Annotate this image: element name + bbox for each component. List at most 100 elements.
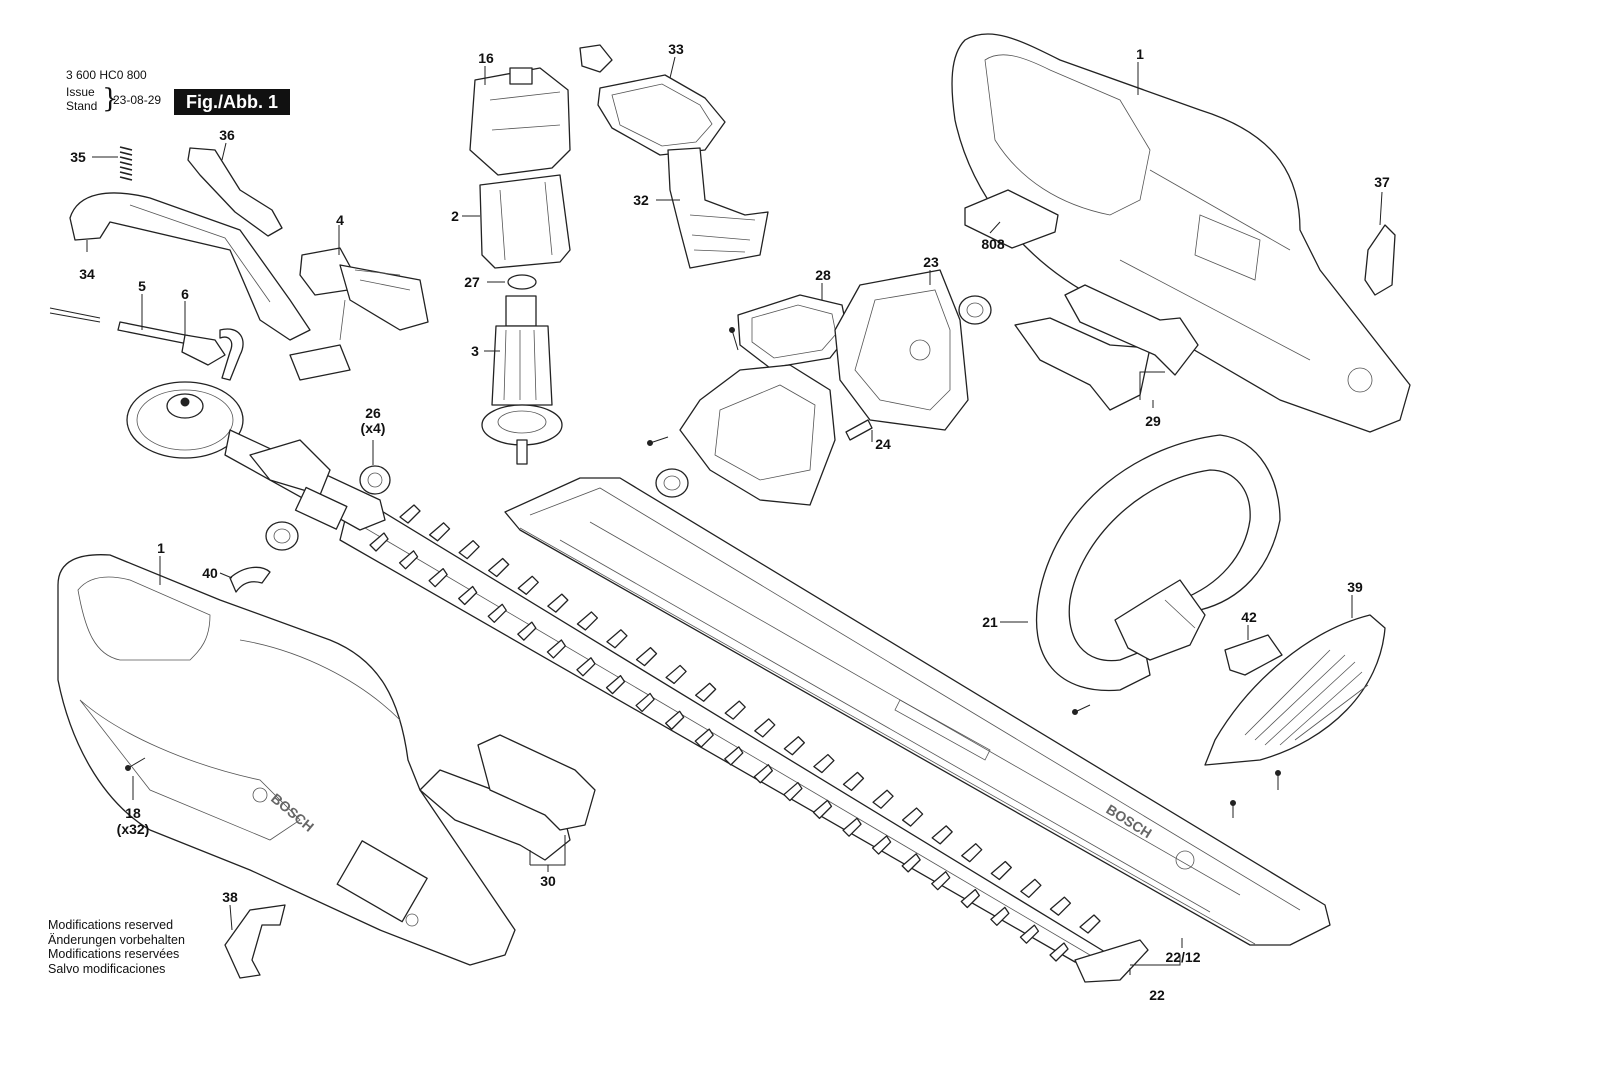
- callout-23: 23: [923, 254, 939, 270]
- clip-37-part: [1364, 224, 1396, 296]
- blade-tooth: [813, 753, 835, 774]
- callout-3: 3: [471, 343, 479, 359]
- issue-date: 23-08-29: [113, 93, 162, 107]
- callout-39: 39: [1347, 579, 1363, 595]
- seal-ring-gearbox-part: [655, 468, 689, 498]
- blade-tooth: [931, 825, 953, 845]
- handle-part: [69, 192, 311, 341]
- blade-cover-part: BOSCH: [504, 477, 1331, 946]
- blade-tooth: [606, 629, 628, 649]
- blade-tooth: [812, 799, 833, 820]
- callout-27: 27: [464, 274, 480, 290]
- blade-tooth: [605, 674, 626, 695]
- blade-tooth: [961, 843, 983, 863]
- housing-left-half-part: BOSCH: [57, 554, 516, 966]
- blade-tooth: [517, 621, 537, 641]
- callout-40: 40: [202, 565, 218, 581]
- callout-28: 28: [815, 267, 831, 283]
- callout-1-right: 1: [1136, 46, 1144, 62]
- blade-tooth: [1079, 914, 1101, 934]
- callout-35: 35: [70, 149, 86, 165]
- cable-part: [49, 307, 191, 345]
- blade-tooth: [754, 718, 776, 738]
- callout-16: 16: [478, 50, 494, 66]
- callout-36: 36: [219, 127, 235, 143]
- screws: [125, 327, 1281, 818]
- blade-tooth: [576, 611, 599, 631]
- blade-teeth-upper: [399, 504, 1101, 934]
- blade-tooth: [753, 764, 773, 784]
- blade-tooth: [487, 603, 507, 623]
- clip-38-part: [224, 904, 286, 979]
- blade-tooth: [665, 710, 685, 730]
- clip-30-part: [419, 734, 596, 861]
- callout-30: 30: [540, 873, 556, 889]
- callout-22: 22: [1149, 987, 1165, 1003]
- gearbox-cover-part: [834, 269, 969, 431]
- blade-tooth: [398, 550, 419, 570]
- clip-40-part: [229, 566, 271, 593]
- blade-tooth: [458, 540, 480, 560]
- blade-tooth: [399, 504, 421, 524]
- callout-34: 34: [79, 266, 95, 282]
- note-line: Änderungen vorbehalten: [48, 932, 185, 947]
- callout-1-left: 1: [157, 540, 165, 556]
- cutting-blade-part: [339, 504, 1149, 983]
- callout-38: 38: [222, 889, 238, 905]
- screw-gearbox-part: [649, 329, 739, 444]
- callout-18: 18: [125, 805, 141, 821]
- trigger-part: [187, 147, 283, 237]
- blade-tooth: [783, 781, 803, 802]
- blade-tooth: [635, 692, 655, 713]
- modification-notes: Modifications reserved Änderungen vorbeh…: [48, 918, 185, 976]
- blade-tooth: [458, 585, 478, 606]
- callout-6: 6: [181, 286, 189, 302]
- blade-tooth: [547, 593, 569, 613]
- label-42-part: [1224, 634, 1283, 676]
- blade-tooth: [842, 771, 865, 792]
- callout-labels: 1 1 2 3 4 5 6 16 18 (x32) 21 22 22/12 23…: [70, 41, 1390, 1003]
- front-handle-part: [1035, 434, 1281, 692]
- blade-tooth: [694, 728, 714, 748]
- blade-tooth: [576, 657, 596, 677]
- pin-part: [845, 419, 873, 441]
- note-line: Modifications reservées: [48, 947, 180, 961]
- blade-tooth: [546, 639, 567, 659]
- label-808-part: [964, 189, 1059, 249]
- blade-tooth: [428, 522, 451, 542]
- blade-tooth: [428, 568, 448, 588]
- blade-tooth: [369, 532, 389, 552]
- callout-42: 42: [1241, 609, 1257, 625]
- blade-teeth-lower: [369, 532, 1069, 962]
- seal-gasket-part: [737, 294, 849, 369]
- blade-tooth: [665, 664, 687, 685]
- grommet-part: [181, 328, 244, 381]
- callout-37: 37: [1374, 174, 1390, 190]
- o-ring-part: [507, 274, 537, 290]
- callout-24: 24: [875, 436, 891, 452]
- callout-18-quantity: (x32): [117, 821, 150, 837]
- blade-tooth: [901, 807, 924, 827]
- brace-symbol: }: [102, 84, 119, 114]
- note-line: Salvo modificaciones: [48, 961, 166, 976]
- blade-tooth: [488, 557, 510, 578]
- blade-tooth: [1019, 924, 1040, 944]
- blade-tooth: [724, 746, 744, 766]
- callout-26-quantity: (x4): [361, 420, 386, 436]
- armature-part: [481, 295, 563, 465]
- stand-label: Stand: [66, 99, 98, 113]
- callout-4: 4: [336, 212, 344, 228]
- callout-21: 21: [982, 614, 998, 630]
- blade-tooth: [872, 789, 894, 809]
- switch-part: [289, 247, 429, 381]
- blade-tooth: [990, 860, 1012, 881]
- callout-2: 2: [451, 208, 459, 224]
- cable-guide-part: [667, 147, 769, 269]
- blade-tooth: [635, 646, 658, 667]
- gearbox-housing-part: [679, 364, 836, 506]
- blade-tooth: [990, 906, 1010, 926]
- blade-tooth: [1049, 942, 1069, 962]
- callout-32: 32: [633, 192, 649, 208]
